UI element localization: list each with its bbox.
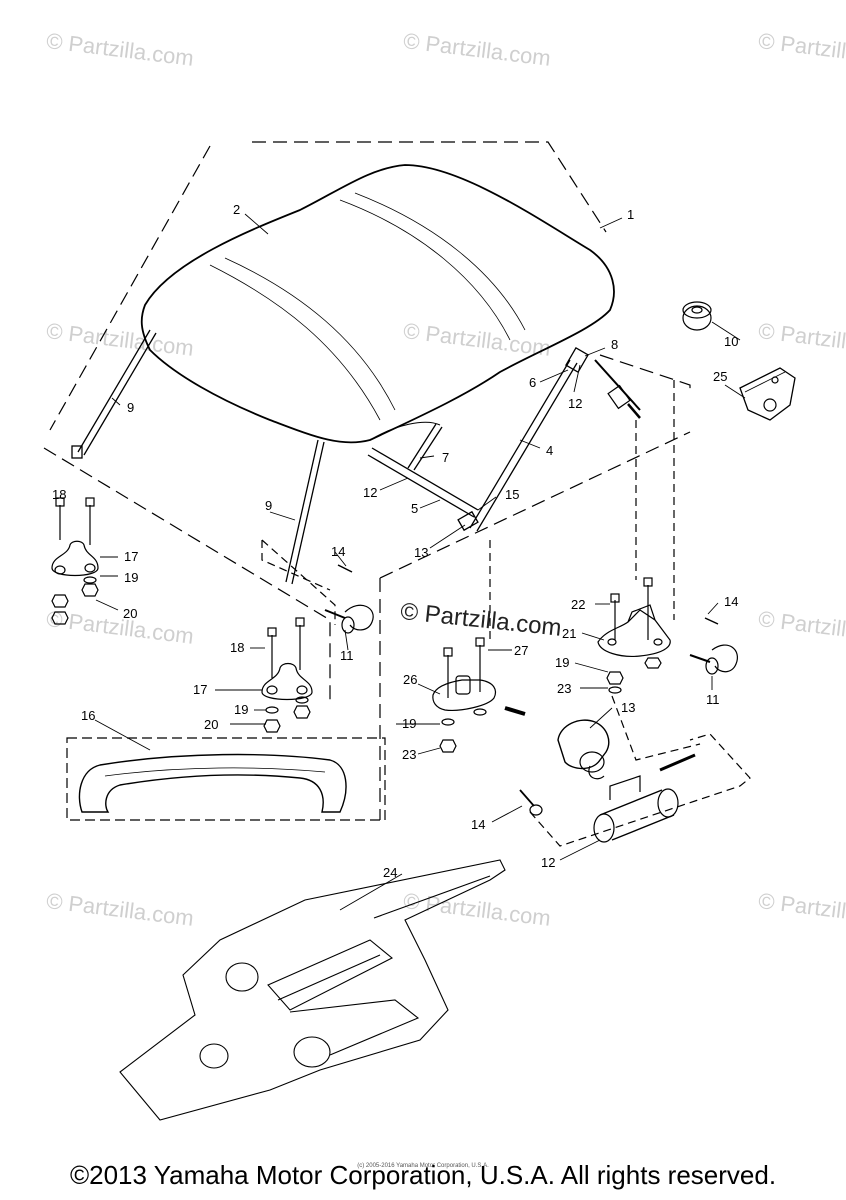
callout-label: 23 <box>557 681 571 696</box>
frame-tubes <box>71 329 589 585</box>
callout-label: 14 <box>724 594 738 609</box>
callout-label: 26 <box>403 672 417 687</box>
callout-label: 18 <box>52 487 66 502</box>
callout-numbers: 1 2 4 5 6 7 8 9 9 10 11 11 12 12 12 13 1… <box>52 202 738 880</box>
small-copyright: (c) 2005-2016 Yamaha Motor Corporation, … <box>357 1163 489 1169</box>
deck-hinge-right <box>597 577 671 694</box>
callout-label: 17 <box>124 549 138 564</box>
middle-base-fitting <box>261 617 313 733</box>
callout-label: 15 <box>505 487 519 502</box>
callout-label: 14 <box>331 544 345 559</box>
deck-hinge-center <box>432 637 526 753</box>
callout-label: 14 <box>471 817 485 832</box>
leader-lines <box>94 213 746 911</box>
callout-label: 19 <box>124 570 138 585</box>
callout-label: 27 <box>514 643 528 658</box>
callout-label: 12 <box>568 396 582 411</box>
callout-label: 19 <box>402 716 416 731</box>
callout-label: 18 <box>230 640 244 655</box>
callout-label: 2 <box>233 202 240 217</box>
end-cap-detail <box>557 719 610 780</box>
callout-label: 21 <box>562 626 576 641</box>
callout-label: 12 <box>541 855 555 870</box>
callout-label: 10 <box>724 334 738 349</box>
tube-sleeve-detail <box>593 753 696 843</box>
callout-label: 4 <box>546 443 553 458</box>
callout-label: 13 <box>414 545 428 560</box>
callout-label: 25 <box>713 369 727 384</box>
clevis-pin-right <box>689 617 738 675</box>
callout-label: 11 <box>706 692 720 707</box>
deck-bracket-part <box>739 367 796 421</box>
deck-plate-part <box>119 859 506 1121</box>
callout-label: 23 <box>402 747 416 762</box>
callout-label: 11 <box>340 648 354 663</box>
callout-label: 8 <box>611 337 618 352</box>
connector-dashes <box>261 380 675 640</box>
callout-label: 19 <box>234 702 248 717</box>
callout-label: 12 <box>363 485 377 500</box>
rivet-detail <box>519 789 543 816</box>
bimini-top-canvas <box>140 164 615 444</box>
callout-label: 9 <box>265 498 272 513</box>
assembly-dash-lines <box>43 141 691 820</box>
hinge-hardware <box>594 359 641 419</box>
rubber-bumper-part <box>682 301 712 331</box>
clevis-pin-left <box>324 564 374 634</box>
callout-label: 19 <box>555 655 569 670</box>
copyright-notice: ©2013 Yamaha Motor Corporation, U.S.A. A… <box>69 1160 777 1190</box>
spar-part <box>66 737 386 821</box>
callout-label: 20 <box>204 717 218 732</box>
callout-label: 9 <box>127 400 134 415</box>
callout-label: 17 <box>193 682 207 697</box>
callout-label: 24 <box>383 865 397 880</box>
callout-label: 13 <box>621 700 635 715</box>
callout-label: 20 <box>123 606 137 621</box>
callout-label: 22 <box>571 597 585 612</box>
callout-label: 6 <box>529 375 536 390</box>
callout-label: 1 <box>627 207 634 222</box>
callout-label: 5 <box>411 501 418 516</box>
left-base-fitting <box>51 497 99 625</box>
callout-label: 16 <box>81 708 95 723</box>
callout-label: 7 <box>442 450 449 465</box>
